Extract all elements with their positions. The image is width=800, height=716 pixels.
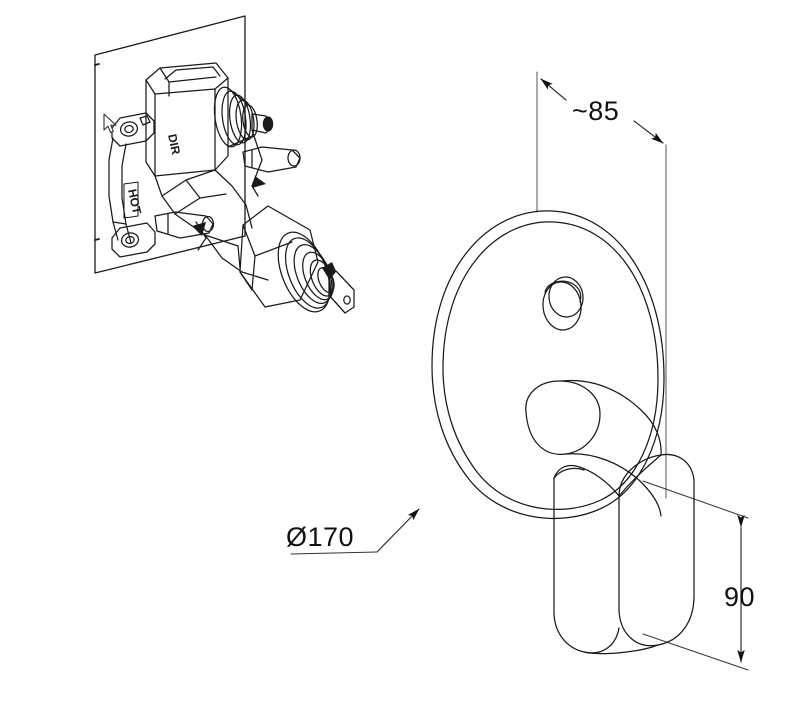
dimension-diameter-170 xyxy=(290,508,420,555)
assembly-arrows xyxy=(192,129,266,251)
dimension-90 xyxy=(642,480,749,671)
inlet-connectors xyxy=(154,146,301,239)
diverter-cartridge xyxy=(213,86,274,148)
dimension-85 xyxy=(540,78,664,144)
wall-mounting-plate xyxy=(94,15,246,274)
valve-body xyxy=(145,62,269,281)
mouse-cursor xyxy=(103,113,117,134)
diverter-button xyxy=(542,276,584,331)
mounting-bracket xyxy=(108,112,156,258)
dimension-label-depth: ~85 xyxy=(572,96,620,126)
lever-handle xyxy=(525,379,695,655)
escutcheon-plate xyxy=(431,210,665,519)
extension-lines-depth xyxy=(536,71,667,499)
mixer-cartridge xyxy=(239,205,355,314)
dimension-label-rosette-diameter: Ø170 xyxy=(286,522,355,552)
dimension-label-handle-height: 90 xyxy=(724,582,756,612)
